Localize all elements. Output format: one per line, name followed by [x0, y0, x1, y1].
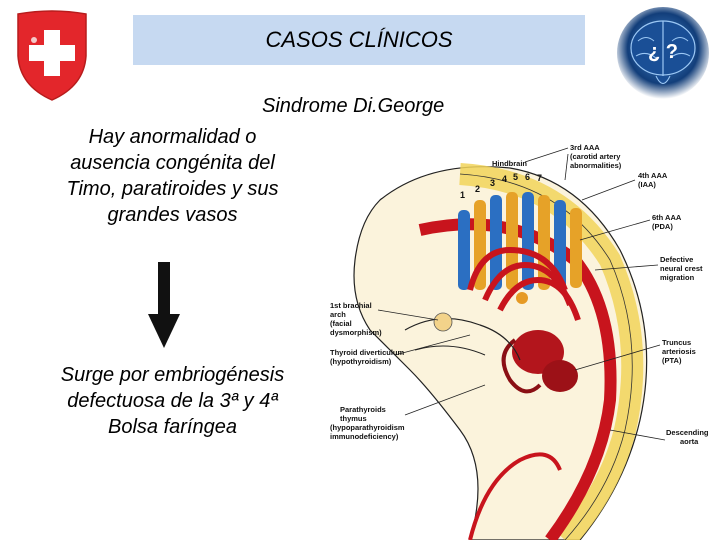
swiss-shield-logo	[17, 10, 87, 101]
page-title: CASOS CLÍNICOS	[265, 27, 453, 52]
label-parathyroids: Parathyroids thymus (hypoparathyroidism …	[330, 405, 407, 441]
down-arrow-icon	[148, 262, 180, 348]
arch-number: 2	[475, 184, 480, 194]
syndrome-title: Sindrome Di.George	[262, 95, 445, 117]
definition-line: Hay anormalidad o	[88, 126, 257, 148]
arch-number: 4	[502, 174, 507, 184]
label-hindbrain: Hindbrain	[492, 159, 527, 168]
label-truncus: Truncus arteriosis (PTA)	[662, 338, 698, 365]
brain-question-text: ¿ ?	[648, 41, 678, 63]
label-thyroid: Thyroid diverticulum (hypothyroidism)	[330, 348, 406, 366]
label-brachial-arch: 1st brachial arch (facial dysmorphism)	[330, 301, 382, 337]
definition-line: grandes vasos	[107, 204, 238, 226]
label-aorta: Descending aorta	[666, 428, 711, 446]
label-4th-aaa: 4th AAA (IAA)	[638, 171, 669, 189]
title-banner: CASOS CLÍNICOS	[133, 15, 585, 65]
definition-text: Hay anormalidad o ausencia congénita del…	[40, 124, 305, 228]
definition-line: Timo, paratiroides y sus	[66, 178, 279, 200]
cause-line: Bolsa faríngea	[108, 416, 237, 438]
arch-number: 3	[490, 178, 495, 188]
arch-number: 1	[460, 190, 465, 200]
label-neural-crest: Defective neural crest migration	[660, 255, 705, 282]
cause-line: Surge por embriogénesis	[60, 364, 285, 386]
cause-text: Surge por embriogénesis defectuosa de la…	[40, 362, 305, 440]
arch-number: 5	[513, 172, 518, 182]
definition-line: ausencia congénita del	[70, 152, 275, 174]
arch-number: 7	[537, 173, 542, 183]
label-6th-aaa: 6th AAA (PDA)	[652, 213, 683, 231]
arch-number: 6	[525, 172, 530, 182]
cause-line: defectuosa de la 3ª y 4ª	[67, 390, 278, 412]
brain-question-icon: ¿ ?	[617, 7, 709, 99]
descending-aorta	[418, 218, 617, 540]
label-3rd-aaa: 3rd AAA (carotid artery abnormalities)	[570, 143, 623, 170]
facial-arch-node	[433, 312, 453, 332]
embryo-diagram: 1 2 3 4 5 6 7 Hindbrain 3rd AAA (carotid…	[330, 143, 711, 540]
